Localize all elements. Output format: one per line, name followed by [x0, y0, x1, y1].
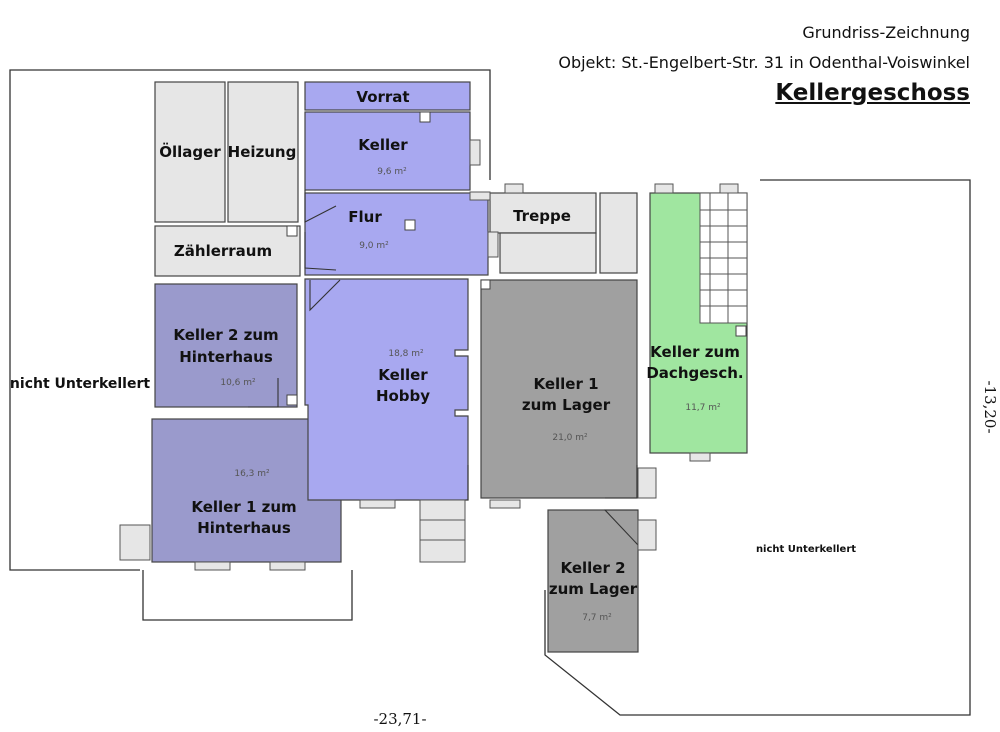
rooms: [151, 81, 748, 653]
room-keller-hobby: [304, 278, 469, 501]
staircase: [699, 192, 748, 324]
label-zaehlerraum: Zählerraum: [174, 242, 272, 260]
room-heizung: [227, 81, 299, 223]
windows: [119, 139, 739, 571]
room-oellager: [154, 81, 226, 223]
label-dach-2: Dachgesch.: [646, 364, 743, 382]
area-flur: 9,0 m²: [359, 241, 389, 251]
area-hobby: 18,8 m²: [388, 349, 424, 359]
room-keller1-lager: [480, 279, 638, 499]
label-oellager: Öllager: [159, 142, 221, 161]
label-keller1-hinterhaus-2: Hinterhaus: [197, 519, 291, 537]
label-keller1-hinterhaus-1: Keller 1 zum: [191, 498, 296, 516]
room-flur: [304, 192, 489, 276]
label-lager1-1: Keller 1: [533, 375, 598, 393]
label-treppe: Treppe: [513, 207, 571, 225]
room-zaehlerraum: [154, 225, 301, 277]
room-vorrat: [304, 81, 471, 111]
object-address: Objekt: St.-Engelbert-Str. 31 in Odentha…: [558, 53, 970, 72]
area-keller2-hinterhaus: 10,6 m²: [220, 378, 256, 388]
label-vorrat: Vorrat: [356, 88, 409, 106]
label-lager2-1: Keller 2: [560, 559, 625, 577]
label-lager1-2: zum Lager: [522, 396, 611, 414]
label-keller2-hinterhaus-1: Keller 2 zum: [173, 326, 278, 344]
label-hobby-2: Hobby: [376, 387, 430, 405]
label-flur: Flur: [348, 208, 382, 226]
label-unexcavated-right: nicht Unterkellert: [756, 544, 856, 555]
exterior-outline: [9, 69, 971, 716]
area-lager2: 7,7 m²: [582, 613, 612, 623]
room-treppe-lower: [499, 232, 597, 274]
drawing-type: Grundriss-Zeichnung: [802, 23, 970, 42]
area-keller1-hinterhaus: 16,3 m²: [234, 469, 270, 479]
label-unexcavated-left: nicht Unterkellert: [10, 376, 150, 392]
dimension-depth: -13,20-: [981, 380, 999, 433]
room-keller2-hinterhaus: [154, 283, 298, 408]
area-lager1: 21,0 m²: [552, 433, 588, 443]
label-heizung: Heizung: [228, 143, 297, 161]
area-keller: 9,6 m²: [377, 167, 407, 177]
label-keller: Keller: [358, 136, 408, 154]
markers: [286, 111, 747, 406]
label-dach-1: Keller zum: [650, 343, 740, 361]
label-keller2-hinterhaus-2: Hinterhaus: [179, 348, 273, 366]
room-treppe-side: [599, 192, 638, 274]
label-hobby-1: Keller: [378, 366, 428, 384]
room-keller2-lager: [547, 509, 639, 653]
area-dach: 11,7 m²: [685, 403, 721, 413]
room-treppe: [489, 192, 597, 234]
title-block: Grundriss-Zeichnung Objekt: St.-Engelber…: [558, 18, 970, 108]
dimension-width: -23,71-: [373, 710, 426, 728]
label-lager2-2: zum Lager: [549, 580, 638, 598]
room-labels: Öllager Heizung Vorrat Keller 9,6 m² Flu…: [159, 88, 743, 623]
room-keller: [304, 111, 471, 191]
floor-title: Kellergeschoss: [775, 80, 970, 106]
